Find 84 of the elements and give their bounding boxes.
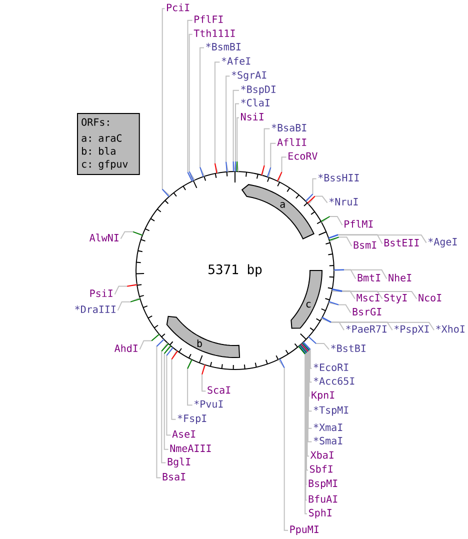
leader-line [329,236,352,247]
enzyme-label: PciI [167,4,190,12]
leader-line [308,196,328,205]
enzyme-label: BsrGI [352,308,382,316]
enzyme-label: *BsaBI [272,124,306,132]
enzyme-label: *BsmBI [206,42,240,50]
leader-line [278,156,287,182]
enzyme-label: *BspDI [241,86,276,95]
leader-line [321,216,343,226]
enzyme-label: BfuAI [308,495,338,503]
enzyme-label: NheI [388,274,412,282]
enzyme-label: AflII [277,138,306,146]
leader-line [334,269,388,280]
enzyme-label: *FspI [178,414,206,424]
enzyme-label: *AfeI [222,57,250,65]
enzyme-label: NmeAIII [170,444,211,452]
enzyme-label: BstEII [384,239,419,246]
enzyme-label: *BstBI [331,344,366,352]
enzyme-label: PsiI [90,289,112,298]
enzyme-label: *SgrAI [232,71,266,81]
enzyme-label: KpnI [312,391,334,401]
leader-line [331,290,418,300]
leader-line [156,338,164,478]
leader-line [200,47,205,177]
enzyme-label: BsmI [354,241,376,249]
enzyme-label: MscI [356,294,380,302]
enzyme-label: AhdI [114,344,138,352]
leader-line [214,62,220,174]
leader-line [306,178,317,202]
enzyme-label: *EcoRI [314,364,348,372]
enzyme-label: PflFI [194,15,223,23]
enzyme-label: *XhoI [436,325,464,333]
enzyme-label: BglI [168,458,190,468]
leader-line [321,318,434,331]
enzyme-label: *PaeR7I [346,325,386,333]
leader-line [117,297,140,311]
enzyme-label: *PspXI [394,325,429,335]
enzyme-label: *AgeI [428,238,457,248]
leader-line [232,90,240,172]
enzyme-label: ScaI [208,386,230,394]
leader-line [161,342,168,464]
leader-line [188,34,196,181]
leader-line [162,8,171,196]
enzyme-label: StyI [384,294,407,304]
enzyme-label: *NruI [329,198,358,206]
enzyme-label: *TspMI [314,406,348,416]
enzyme-label: XbaI [310,451,334,459]
enzyme-label: *Acc65I [314,377,354,385]
enzyme-label: EcoRV [288,152,318,160]
enzyme-label: PflMI [344,220,373,228]
enzyme-label: AseI [172,430,196,438]
enzyme-label: BspMI [308,480,338,489]
enzyme-label: SbfI [310,465,332,473]
leader-line [262,128,270,176]
leader-line [328,302,352,314]
leader-line [114,284,138,295]
enzyme-label: *BssHII [318,174,359,182]
enzyme-label: SphI [309,508,332,518]
leader-line [236,117,240,172]
enzyme-label: *DraIII [75,306,116,314]
leader-line [268,142,276,178]
leader-line [166,346,174,436]
enzyme-label: *PvuI [194,400,223,408]
enzyme-label: *XmaI [314,424,342,432]
leader-line [235,103,240,172]
leader-line [226,76,230,172]
orf-key-box: ORFs: a: araC b: bla c: gfpuv [77,113,140,175]
leader-line [187,358,193,406]
leader-line [171,350,178,420]
enzyme-label: PpuMI [290,526,318,535]
enzyme-label: NsiI [241,112,264,120]
enzyme-label: AlwNI [90,234,118,242]
enzyme-label: BmtI [358,274,380,282]
enzyme-label: Tth111I [194,29,235,37]
leader-line [187,20,194,182]
enzyme-label: BsaI [162,473,186,480]
enzyme-label: *SmaI [314,436,342,444]
leader-line [164,344,171,450]
enzyme-label: *ClaI [241,98,270,106]
enzyme-label: NcoI [418,294,442,302]
leader-line [120,231,144,240]
leader-line [202,364,206,392]
leader-line [139,334,160,350]
leader-line [278,358,288,531]
